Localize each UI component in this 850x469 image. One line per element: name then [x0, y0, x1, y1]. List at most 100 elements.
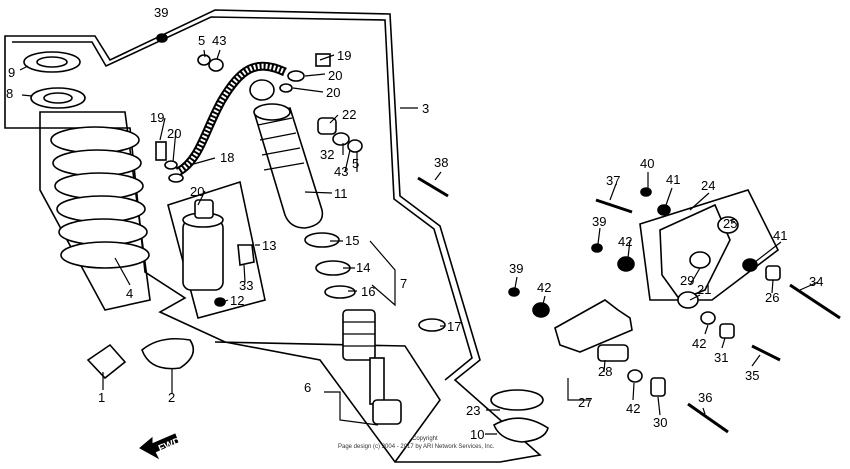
nut-39c-part: [508, 287, 520, 297]
bolt-34-part: [789, 283, 841, 320]
fwd-arrow-icon: [139, 433, 179, 460]
shock-spring-part: [50, 126, 150, 269]
callout-15: 15: [345, 233, 359, 248]
banjo-bolt-top-part: [315, 53, 331, 67]
copyright-line-2: Page design (c) 2004 - 2017 by ARI Netwo…: [338, 444, 495, 450]
leader-lines: [19, 49, 819, 435]
hose-braid: [176, 63, 287, 175]
clamp-33-part: [237, 244, 255, 266]
damper-rod-part: [342, 309, 402, 425]
callout-42a: 42: [618, 234, 632, 249]
callout-8: 8: [6, 86, 13, 101]
callout-5a: 5: [198, 33, 205, 48]
seal-41b-part: [742, 258, 758, 272]
callout-34: 34: [809, 274, 823, 289]
guard-1-part: [86, 343, 127, 380]
fwd-label: FWD: [157, 436, 182, 455]
seal-43b-part: [347, 139, 363, 153]
callout-20d: 20: [326, 85, 340, 100]
callout-5b: 5: [352, 156, 359, 171]
collar-26-part: [765, 265, 781, 281]
seal-42d-part: [627, 369, 643, 383]
callout-42d: 42: [626, 401, 640, 416]
group-4-outline: [39, 111, 151, 311]
bolt-37-part: [595, 198, 633, 214]
callout-39c: 39: [509, 261, 523, 276]
seal-42c-part: [700, 311, 716, 325]
callout-25: 25: [723, 216, 737, 231]
washer-20b-part: [279, 83, 293, 93]
callout-42c: 42: [692, 336, 706, 351]
band-2-part: [141, 337, 195, 370]
callout-35: 35: [745, 368, 759, 383]
seal-41-part: [657, 204, 671, 216]
clip-17-part: [418, 318, 446, 332]
callout-29: 29: [680, 273, 694, 288]
ring-15-part: [304, 232, 340, 248]
callout-33: 33: [239, 278, 253, 293]
callout-16: 16: [361, 284, 375, 299]
seal-42a-part: [617, 256, 635, 272]
sealing-washer-2-part: [168, 173, 184, 183]
bushing-5-part: [197, 54, 211, 66]
callout-13: 13: [262, 238, 276, 253]
group-24-outline: [639, 189, 780, 301]
callout-39a: 39: [154, 5, 168, 20]
group-6-outline: [214, 341, 441, 463]
bushing-32-part: [332, 132, 350, 146]
spring-seat-23-part: [490, 389, 544, 411]
callout-11: 11: [334, 186, 348, 201]
callout-7: 7: [400, 276, 407, 291]
callout-37: 37: [606, 173, 620, 188]
adjuster-nut-hole: [43, 92, 73, 104]
callout-41b: 41: [773, 228, 787, 243]
callout-24: 24: [701, 178, 715, 193]
callout-20c: 20: [328, 68, 342, 83]
callout-9: 9: [8, 65, 15, 80]
callout-12: 12: [230, 293, 244, 308]
callout-18: 18: [220, 150, 234, 165]
link-27-part: [554, 299, 633, 353]
callout-20b: 20: [190, 184, 204, 199]
seal-42b-part: [532, 302, 550, 318]
callout-43a: 43: [212, 33, 226, 48]
callout-3: 3: [422, 101, 429, 116]
nut-39b-part: [591, 243, 603, 253]
nut-39-part: [156, 33, 168, 43]
collar-30-part: [650, 377, 666, 397]
callout-22: 22: [342, 107, 356, 122]
ring-16-part: [324, 285, 356, 299]
nut-35-part: [751, 344, 781, 362]
bolt-36-part: [687, 402, 729, 434]
callout-42b: 42: [537, 280, 551, 295]
callout-1: 1: [98, 390, 105, 405]
callout-10: 10: [470, 427, 484, 442]
callout-20a: 20: [167, 126, 181, 141]
callout-6: 6: [304, 380, 311, 395]
washer-20-part: [287, 70, 305, 82]
stopper-10-part: [492, 417, 549, 443]
callout-30: 30: [653, 415, 667, 430]
group-3-outline: [4, 9, 542, 463]
callout-41a: 41: [666, 172, 680, 187]
cap-40-part: [640, 187, 652, 197]
reservoir-part: [182, 199, 224, 291]
sealing-washer-part: [164, 160, 178, 170]
callout-23: 23: [466, 403, 480, 418]
collar-31-part: [719, 323, 735, 339]
callout-27: 27: [578, 395, 592, 410]
seal-43-part: [208, 58, 224, 72]
bolt-12-part: [214, 297, 226, 307]
bushing-29-part: [689, 251, 711, 269]
callout-19a: 19: [150, 110, 164, 125]
callout-28: 28: [598, 364, 612, 379]
callout-19b: 19: [337, 48, 351, 63]
callout-4: 4: [126, 286, 133, 301]
collar-28-part: [597, 344, 629, 362]
callout-40: 40: [640, 156, 654, 171]
banjo-bolt-part: [155, 141, 167, 161]
callout-38: 38: [434, 155, 448, 170]
callout-14: 14: [356, 260, 370, 275]
